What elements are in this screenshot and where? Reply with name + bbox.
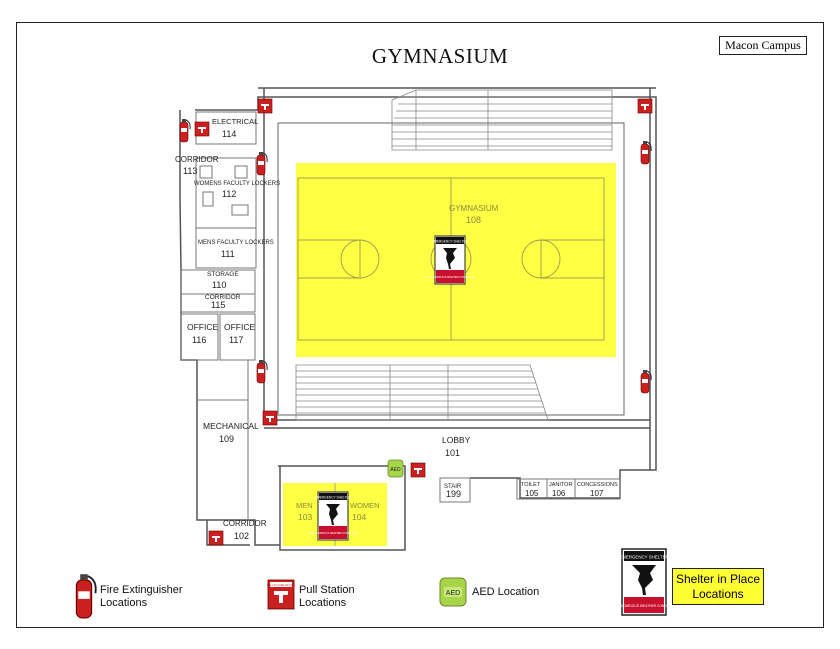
label-office-116: OFFICE	[187, 322, 218, 332]
legend-fire-extinguisher-label: Fire Extinguisher Locations	[100, 584, 183, 610]
label-corridor-115: CORRIDOR	[205, 294, 241, 301]
legend-shelter-subtext: FOR HAZARDOUS WEATHER CONDITIONS	[610, 604, 678, 608]
fire-extinguisher-icon	[256, 359, 268, 384]
legend-aed-label: AED Location	[472, 586, 540, 598]
upper-bleachers	[391, 89, 613, 151]
legend-pull-station-line1: Pull Station	[299, 584, 355, 596]
label-womens-lockers: WOMENS FACULTY LOCKERS	[194, 181, 280, 187]
number-office-117: 117	[229, 335, 243, 345]
fire-extinguisher-icon	[179, 118, 191, 143]
label-office-117: OFFICE	[224, 322, 255, 332]
fire-extinguisher-icon	[75, 573, 97, 619]
number-stair: 199	[446, 489, 461, 499]
number-corridor-115: 115	[211, 300, 225, 310]
number-mens-lockers: 111	[221, 249, 235, 259]
pull-station-icon	[257, 98, 273, 114]
pull-station-icon	[410, 462, 426, 478]
legend-pull-station-label: Pull Station Locations	[299, 584, 355, 610]
number-corridor-102: 102	[234, 531, 249, 541]
pull-station-icon	[262, 410, 278, 426]
legend-pull-station-line2: Locations	[299, 597, 347, 609]
number-electrical: 114	[222, 129, 236, 139]
label-corridor-113: CORRIDOR	[175, 155, 219, 164]
legend-fire-extinguisher-line2: Locations	[100, 597, 148, 609]
label-mens-lockers: MENS FACULTY LOCKERS	[198, 240, 274, 246]
number-mechanical: 109	[219, 434, 234, 444]
number-men: 103	[298, 512, 312, 522]
label-gymnasium: GYMNASIUM	[449, 204, 499, 213]
legend-fire-extinguisher-line1: Fire Extinguisher	[100, 584, 183, 596]
basketball-court-lines	[297, 177, 605, 341]
number-concessions: 107	[590, 489, 604, 498]
lower-bleachers	[295, 364, 549, 421]
number-storage: 110	[212, 280, 226, 290]
legend-fire-extinguisher-icon	[75, 573, 97, 619]
number-toilet: 105	[525, 489, 539, 498]
number-lobby: 101	[445, 448, 460, 458]
number-janitor: 106	[552, 489, 566, 498]
map-frame	[16, 22, 824, 628]
number-office-116: 116	[192, 335, 206, 345]
pull-station-icon	[637, 98, 653, 114]
gym-court-boundary	[277, 122, 625, 416]
label-men: MEN	[296, 501, 313, 510]
label-electrical: ELECTRICAL	[212, 117, 258, 126]
number-women: 104	[352, 512, 366, 522]
label-janitor: JANITOR	[549, 482, 572, 488]
label-women: WOMEN	[350, 501, 380, 510]
label-toilet: TOILET	[521, 482, 541, 488]
number-womens-lockers: 112	[222, 189, 236, 199]
legend-shelter-heading: EMERGENCY SHELTER	[619, 555, 668, 560]
label-storage: STORAGE	[207, 271, 239, 278]
label-stair: STAIR	[444, 484, 462, 490]
number-gymnasium: 108	[466, 215, 481, 225]
shelter-sign-subtext: FOR HAZARDOUS WEATHER CONDITIONS	[309, 532, 358, 535]
fire-extinguisher-icon	[256, 151, 268, 176]
legend-pull-station-icon: PULL IN CASE OF FIRE	[267, 579, 296, 610]
label-mechanical: MECHANICAL	[203, 421, 259, 431]
west-wing-walls	[180, 111, 257, 520]
legend-shelter-line2: Locations	[692, 587, 744, 601]
shelter-sign-heading: EMERGENCY SHELTER	[315, 496, 352, 500]
pull-station-icon	[208, 530, 224, 546]
map-title: GYMNASIUM	[371, 44, 509, 68]
shelter-sign-gym: EMERGENCY SHELTER FOR HAZARDOUS WEATHER …	[426, 235, 475, 285]
campus-badge: Macon Campus	[719, 36, 807, 55]
service-rooms	[439, 477, 621, 503]
legend-shelter-icon: EMERGENCY SHELTER FOR HAZARDOUS WEATHER …	[610, 548, 678, 616]
legend-pull-station-text: PULL IN CASE OF FIRE	[267, 583, 296, 587]
shelter-sign-heading: EMERGENCY SHELTER	[432, 240, 469, 244]
number-corridor-113: 113	[183, 166, 197, 176]
room-labels: ELECTRICAL 114 CORRIDOR 113 WOMENS FACUL…	[175, 117, 618, 541]
aed-marker-text: AED	[390, 467, 401, 473]
legend-aed-text: AED	[446, 590, 460, 597]
shelter-sign-restrooms: EMERGENCY SHELTER FOR HAZARDOUS WEATHER …	[309, 491, 358, 541]
pull-station-icon	[194, 121, 210, 137]
aed-marker: AED	[387, 459, 404, 478]
legend-shelter-label: Shelter in Place Locations	[672, 568, 764, 605]
label-corridor-102: CORRIDOR	[223, 519, 267, 528]
legend-shelter-line1: Shelter in Place	[675, 572, 761, 586]
label-concessions: CONCESSIONS	[577, 482, 618, 488]
legend-aed-icon: AED	[439, 577, 467, 607]
shelter-sign-subtext: FOR HAZARDOUS WEATHER CONDITIONS	[426, 276, 475, 279]
label-lobby: LOBBY	[442, 435, 471, 445]
